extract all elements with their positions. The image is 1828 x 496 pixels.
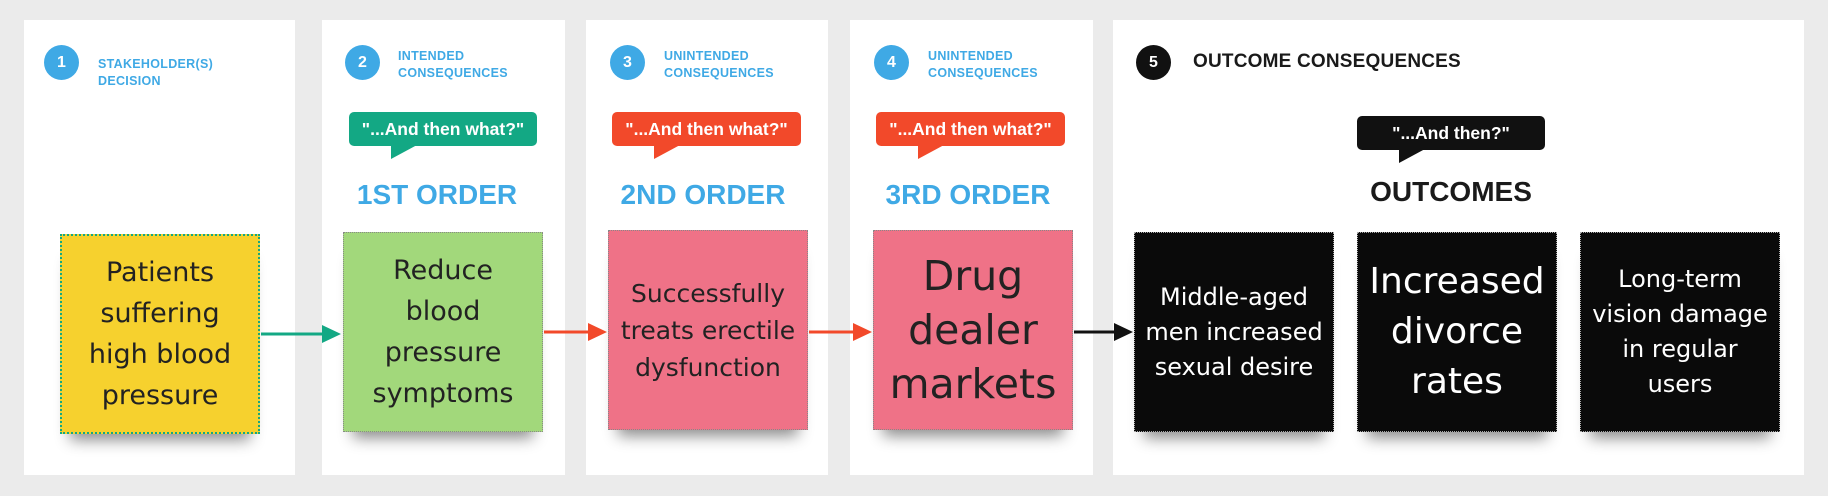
decision-note: Patients suffering high blood pressure: [60, 234, 260, 434]
step-heading-2: INTENDED CONSEQUENCES: [398, 49, 508, 80]
first-order-note: Reduce blood pressure symptoms: [343, 232, 543, 432]
step-badge-4: 4: [874, 45, 909, 80]
step-badge-2: 2: [345, 45, 380, 80]
arrow-1-to-2: [261, 325, 341, 343]
order-label-2nd: 2ND ORDER: [620, 179, 786, 210]
step-heading-3: UNINTENDED CONSEQUENCES: [664, 49, 774, 80]
arrow-3-to-4: [809, 323, 872, 341]
step-badge-3: 3: [610, 45, 645, 80]
speech-bubble-5: "...And then?": [1357, 116, 1545, 163]
outcome-note-1: Middle-aged men increased sexual desire: [1134, 232, 1334, 432]
speech-bubble-2: "...And then what?": [349, 112, 537, 159]
order-label-1st: 1ST ORDER: [356, 179, 518, 210]
step-heading-1: STAKEHOLDER(S) DECISION: [98, 57, 214, 88]
step-heading-4: UNINTENDED CONSEQUENCES: [928, 49, 1038, 80]
step-badge-5: 5: [1136, 45, 1171, 80]
third-order-note: Drug dealer markets: [873, 230, 1073, 430]
step-badge-1: 1: [44, 45, 79, 80]
arrow-4-to-5: [1074, 323, 1133, 341]
outcome-note-3: Long-term vision damage in regular users: [1580, 232, 1780, 432]
order-label-3rd: 3RD ORDER: [885, 179, 1051, 210]
speech-bubble-3: "...And then what?": [612, 112, 801, 159]
step-heading-5: OUTCOME CONSEQUENCES: [1193, 51, 1461, 72]
arrow-2-to-3: [544, 323, 607, 341]
outcome-note-2: Increased divorce rates: [1357, 232, 1557, 432]
speech-bubble-4: "...And then what?": [876, 112, 1065, 159]
second-order-note: Successfully treats erectile dysfunction: [608, 230, 808, 430]
outcomes-title: OUTCOMES: [1370, 176, 1532, 207]
